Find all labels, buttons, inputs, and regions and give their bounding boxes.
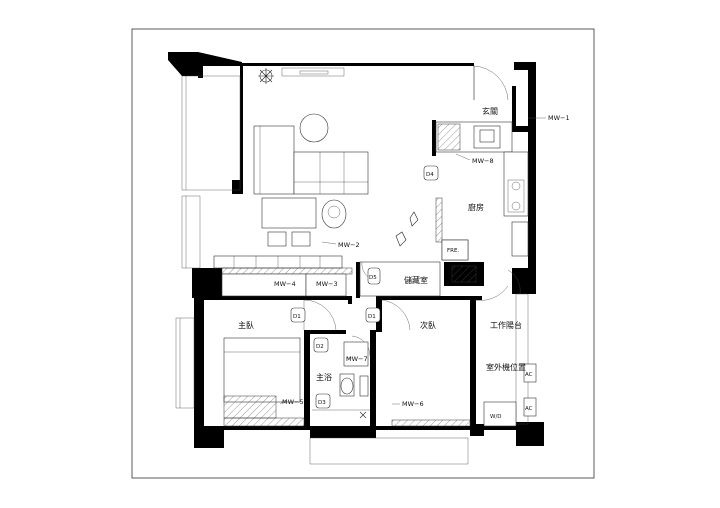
door-marker-d3: D3 <box>315 393 331 409</box>
svg-text:D2: D2 <box>316 344 324 350</box>
door-marker-d2: D2 <box>313 337 329 353</box>
tv-cabinet <box>213 255 353 297</box>
label-master-bedroom: 主臥 <box>238 320 254 330</box>
refrigerator <box>441 239 469 261</box>
tag-mw8: MW−8 <box>472 157 494 165</box>
label-entry: 玄關 <box>482 106 498 116</box>
tag-mw7: MW−7 <box>346 355 368 363</box>
label-storage: 儲藏室 <box>404 275 428 285</box>
label-master-bath: 主浴 <box>316 372 332 382</box>
master-wardrobe <box>223 417 305 427</box>
tag-mw2: MW−2 <box>338 241 360 249</box>
master-bed <box>223 337 301 419</box>
tag-mw3: MW−3 <box>316 280 338 288</box>
work-balcony <box>483 293 537 427</box>
svg-text:D5: D5 <box>369 275 377 281</box>
left-balcony <box>175 75 241 409</box>
round-side-table <box>299 113 329 143</box>
tag-mw6: MW−6 <box>402 400 424 408</box>
bottom-window <box>309 437 469 465</box>
top-window <box>281 65 509 101</box>
sheet-border <box>131 28 595 479</box>
tag-mw1: MW−1 <box>548 114 570 122</box>
label-fridge: FRE. <box>447 248 459 254</box>
svg-text:D4: D4 <box>426 172 434 178</box>
label-second-bedroom: 次臥 <box>420 320 436 330</box>
second-wardrobe <box>391 419 471 427</box>
door-marker-d5: D5 <box>367 267 381 285</box>
door-marker-d4: D4 <box>423 165 439 181</box>
label-washer: W/D <box>490 414 502 420</box>
tag-mw4: MW−4 <box>274 280 296 288</box>
svg-text:D1: D1 <box>368 314 376 320</box>
label-outdoor-unit: 室外機位置 <box>486 362 526 372</box>
tag-mw5: MW−5 <box>282 398 304 406</box>
decor-plant-icon <box>395 211 419 247</box>
sofa <box>253 125 369 195</box>
label-ac-upper: AC <box>525 372 533 378</box>
bathroom-fixtures <box>312 341 370 419</box>
door-marker-d1-master: D1 <box>290 307 306 323</box>
svg-text:D3: D3 <box>318 400 326 406</box>
dining-table <box>261 197 347 247</box>
door-marker-d1-second: D1 <box>365 307 381 323</box>
label-work-balcony: 工作陽台 <box>490 320 522 330</box>
plant-icon <box>258 68 274 84</box>
storage-cabinet <box>451 265 477 283</box>
kitchen-counter <box>435 121 529 257</box>
label-kitchen: 廚房 <box>468 202 484 212</box>
svg-text:D1: D1 <box>293 314 301 320</box>
label-ac-lower: AC <box>525 406 533 412</box>
leader-lines <box>279 117 546 405</box>
